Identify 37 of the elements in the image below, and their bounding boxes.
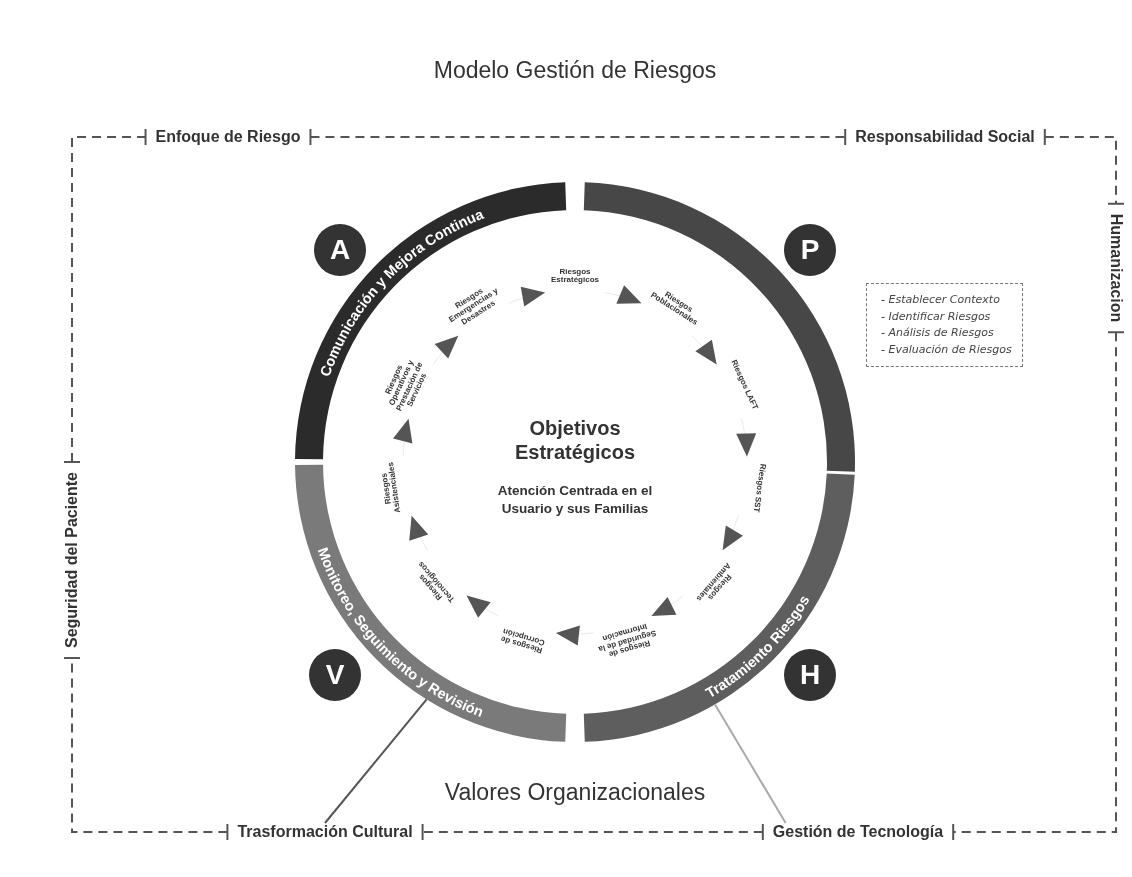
- dashed-connector: [952, 331, 1125, 841]
- cycle-arrow: [604, 285, 642, 305]
- frame-label: Responsabilidad Social: [845, 128, 1045, 146]
- cycle-arrow: [555, 625, 595, 646]
- cycle-arrow: [722, 515, 743, 551]
- phase-circle: P: [784, 224, 836, 276]
- dashed-list-box: [866, 283, 1023, 367]
- values-caption: Valores Organizacionales: [444, 778, 706, 806]
- cycle-arrow: [691, 335, 718, 365]
- center-heading: Objetivos Estratégicos: [513, 416, 637, 464]
- cycle-arrow: [650, 595, 684, 617]
- frame-label: Trasformación Cultural: [227, 823, 423, 841]
- cycle-arrow: [508, 287, 546, 307]
- dashed-connector: [63, 128, 147, 463]
- dashed-connector: [421, 823, 764, 841]
- cycle-arrow: [466, 595, 500, 618]
- dashed-connector: [309, 128, 847, 146]
- frame-label: Seguridad del Paciente: [63, 461, 81, 659]
- frame-label: Gestión de Tecnología: [762, 823, 954, 841]
- risk-label: Riesgos SST: [750, 457, 768, 520]
- dashed-connector: [63, 657, 229, 841]
- cycle-arrow: [409, 515, 429, 551]
- list-item: - Análisis de Riesgos: [881, 325, 995, 341]
- cycle-arrow: [393, 418, 413, 458]
- frame-label: Humanizacion: [1107, 203, 1125, 333]
- leader-line: [714, 703, 787, 824]
- frame-label: Enfoque de Riesgo: [145, 128, 311, 146]
- diagram-title: Modelo Gestión de Riesgos: [433, 56, 717, 84]
- list-item: - Identificar Riesgos: [881, 308, 992, 325]
- list-item: - Evaluación de Riesgos: [881, 341, 1012, 358]
- risk-label: Riesgos Asistenciales: [378, 456, 404, 521]
- center-subtitle: Atención Centrada en el Usuario y sus Familias: [496, 482, 654, 518]
- list-item: - Establecer Contexto: [881, 292, 1001, 308]
- leader-line: [324, 698, 428, 824]
- cycle-arrow: [735, 418, 756, 458]
- dashed-connector: [1043, 128, 1125, 205]
- risk-label: Riesgos Estratégicos: [544, 267, 606, 285]
